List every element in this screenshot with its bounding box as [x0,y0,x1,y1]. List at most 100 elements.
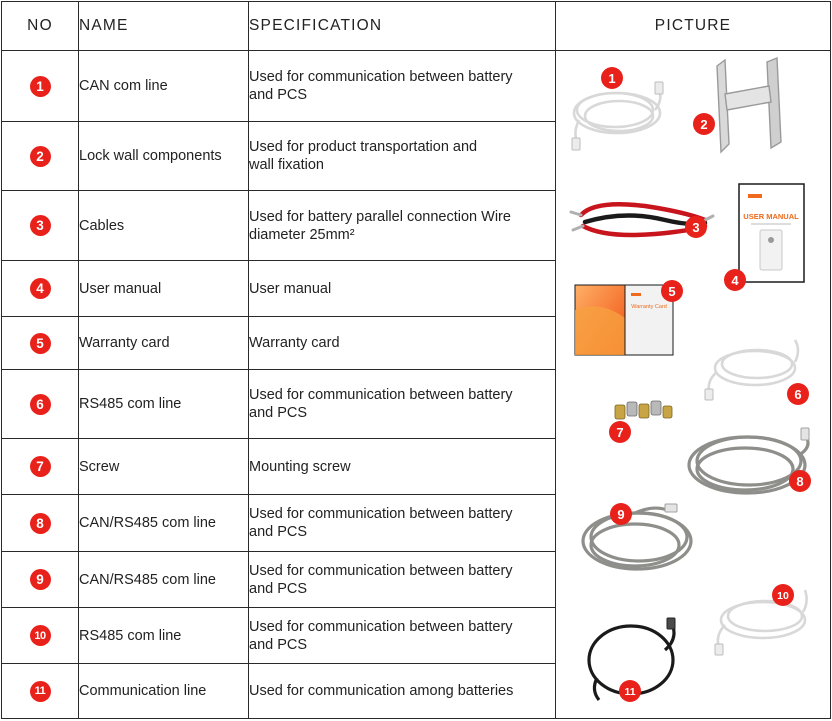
svg-text:4: 4 [731,273,739,288]
item-number-badge: 1 [29,75,51,97]
header-specification: SPECIFICATION [248,1,556,51]
svg-text:2: 2 [700,117,707,132]
item-number-badge: 5 [29,332,51,354]
table-row: 7 Screw Mounting screw [1,438,831,495]
lock-wall-bracket-image [716,56,782,154]
product-pictures: USER MANUAL Warranty Card [555,50,830,718]
picture-cell [555,50,831,719]
item-number-badge: 6 [29,393,51,415]
svg-text:6: 6 [794,387,801,402]
item-name: CAN/RS485 com line [78,551,249,608]
picture-callouts: 1 2 3 4 5 6 7 8 9 10 11 [601,67,811,702]
svg-text:8: 8 [796,474,803,489]
warranty-card-title: Warranty Card [631,304,667,310]
callout-1: 1 [601,67,623,89]
item-number-badge: 2 [29,145,51,167]
item-name: Warranty card [78,316,249,370]
spec-line: and PCS [249,524,308,540]
callout-9: 9 [610,503,632,525]
table-row: 9 CAN/RS485 com line Used for communicat… [1,551,831,608]
spec-line: Used for communication between battery [249,562,513,579]
spec-line: and PCS [249,405,308,421]
item-name: Lock wall components [78,121,249,191]
header-row: NO NAME SPECIFICATION PICTURE [1,1,831,51]
item-name: Screw [78,438,249,495]
callout-2: 2 [693,113,715,135]
spec-line: and PCS [249,636,308,653]
item-number-badge: 7 [29,456,51,477]
item-specification: Used for product transportation and wall … [248,121,556,191]
item-number-badge: 9 [29,569,51,590]
spec-line: Used for communication between battery [249,69,513,85]
svg-text:9: 9 [617,507,624,522]
svg-text:5: 5 [668,284,675,299]
rs485-com-line-white-image [714,589,808,656]
item-name: Communication line [78,663,249,719]
item-name: CAN/RS485 com line [78,494,249,552]
item-name: Cables [78,190,249,261]
spec-line: Mounting screw [249,458,351,475]
callout-5: 5 [661,280,683,302]
svg-text:11: 11 [624,686,635,698]
item-number-badge: 3 [29,215,51,236]
spec-line: Used for communication between battery [249,506,513,522]
callout-7: 7 [609,421,631,443]
callout-3: 3 [685,216,707,238]
item-number-badge: 10 [29,625,51,646]
item-specification: Used for communication between battery an… [248,369,556,439]
callout-6: 6 [787,383,809,405]
user-manual-image: USER MANUAL [738,183,805,283]
item-number-badge: 4 [29,278,51,299]
table-row: 11 Communication line Used for communica… [1,663,831,719]
spec-line: and PCS [249,580,308,597]
callout-8: 8 [789,470,811,492]
spec-line: Warranty card [249,335,340,351]
can-rs485-com-line-grey-coil-image [687,427,810,495]
callout-4: 4 [724,269,746,291]
table-row: 2 Lock wall components Used for product … [1,121,831,191]
item-number-badge: 8 [29,512,51,534]
item-name: CAN com line [78,50,249,122]
table-row: 3 Cables Used for battery parallel conne… [1,190,831,261]
svg-text:10: 10 [777,590,789,602]
item-specification: Used for communication between battery an… [248,50,556,122]
header-no: NO [1,1,79,51]
can-com-line-image [571,81,664,151]
table-row: 5 Warranty card Warranty card [1,316,831,370]
spec-line: Used for communication between battery [249,618,513,635]
svg-text:3: 3 [692,220,699,235]
table-row: 8 CAN/RS485 com line Used for communicat… [1,494,831,552]
item-specification: Used for communication between battery an… [248,494,556,552]
spec-line: User manual [249,280,332,297]
rs485-com-line-image [704,339,800,401]
spec-line: Used for product transportation and [249,139,478,155]
spec-line: wall fixation [249,157,324,173]
manual-cover-title: USER MANUAL [743,212,799,221]
item-name: RS485 com line [78,369,249,439]
item-number-badge: 11 [29,680,51,702]
item-specification: Mounting screw [248,438,556,495]
svg-text:1: 1 [608,71,615,86]
callout-10: 10 [772,584,794,606]
item-specification: Warranty card [248,316,556,370]
svg-text:7: 7 [616,425,623,440]
table-row: 1 CAN com line Used for communication be… [1,50,831,719]
warranty-card-image: Warranty Card [574,284,674,356]
item-specification: Used for battery parallel connection Wir… [248,190,556,261]
can-rs485-com-line-coil-image [581,503,693,571]
header-picture: PICTURE [555,1,831,51]
spec-line: Used for battery parallel connection Wir… [249,208,511,225]
mounting-screws-image [614,400,673,420]
header-name: NAME [78,1,249,51]
item-name: RS485 com line [78,607,249,664]
table-row: 4 User manual User manual [1,260,831,317]
spec-line: and PCS [249,87,308,103]
table-row: 6 RS485 com line Used for communication … [1,369,831,439]
spec-line: Used for communication among batteries [249,683,514,699]
item-name: User manual [78,260,249,317]
spec-line: Used for communication between battery [249,387,513,403]
